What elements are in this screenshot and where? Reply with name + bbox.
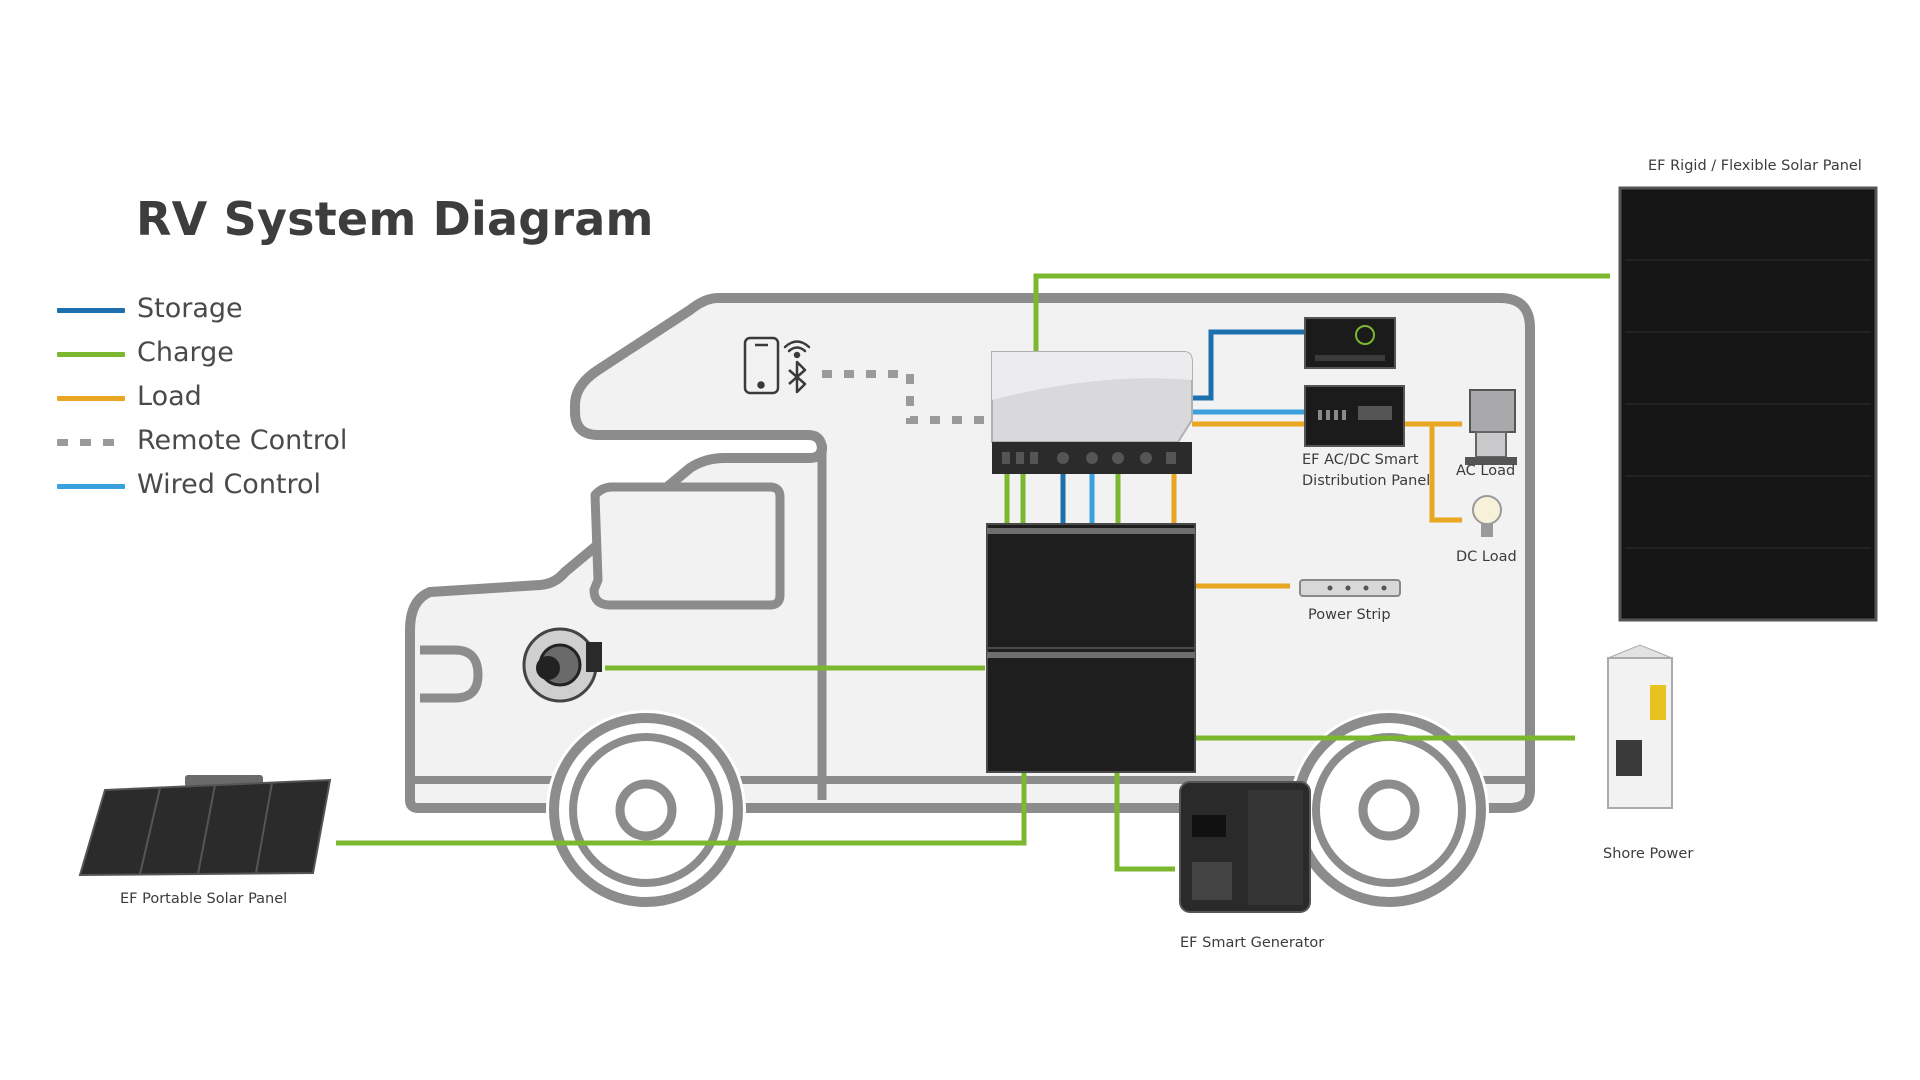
bluetooth-icon <box>788 360 807 394</box>
charge-line-portable-solar <box>336 770 1027 846</box>
legend-item-wired-control: Wired Control <box>57 466 387 510</box>
wired-lines <box>1089 409 1305 524</box>
alternator-icon <box>522 627 602 703</box>
smart-generator <box>1179 781 1311 913</box>
label-smart-generator: EF Smart Generator <box>1180 935 1325 951</box>
diagram-title: RV System Diagram <box>136 192 654 246</box>
charge-line-generator <box>1114 770 1175 872</box>
label-distribution-panel-line2: Distribution Panel <box>1302 473 1431 489</box>
distribution-panel <box>1304 385 1405 447</box>
power-strip-icon <box>1299 579 1401 597</box>
shore-power-pedestal <box>1607 644 1673 809</box>
storage-lines <box>1060 329 1305 524</box>
battery-stack <box>986 523 1196 773</box>
wifi-icon <box>783 340 811 359</box>
charge-line-rigid-solar <box>1033 273 1610 352</box>
rv-headlight <box>420 645 483 703</box>
rv-cab-window <box>589 482 785 610</box>
portable-solar-panel <box>78 775 332 877</box>
phone-icon <box>743 336 780 395</box>
legend-label-wired-control: Wired Control <box>137 469 322 500</box>
storage-line-panel <box>1192 329 1305 401</box>
legend-label-load: Load <box>137 381 202 412</box>
light-bulb-icon <box>1472 495 1502 537</box>
front-wheel <box>546 710 746 910</box>
legend-swatch-storage <box>57 308 125 313</box>
power-hub <box>991 351 1193 474</box>
label-portable-solar-panel: EF Portable Solar Panel <box>120 891 288 907</box>
smart-display <box>1304 317 1396 369</box>
legend-item-load: Load <box>57 378 387 422</box>
label-power-strip: Power Strip <box>1308 607 1391 623</box>
label-ac-load: AC Load <box>1456 463 1516 479</box>
legend-swatch-wired-control <box>57 484 125 489</box>
rigid-solar-panel <box>1618 186 1878 622</box>
label-rigid-solar-panel: EF Rigid / Flexible Solar Panel <box>1648 158 1862 174</box>
charge-lines <box>336 273 1610 872</box>
label-dc-load: DC Load <box>1456 549 1517 565</box>
label-distribution-panel-line1: EF AC/DC Smart <box>1302 452 1419 468</box>
legend-label-storage: Storage <box>137 293 243 324</box>
legend: Storage Charge Load Remote Control Wired… <box>57 290 387 510</box>
label-shore-power: Shore Power <box>1603 846 1694 862</box>
legend-swatch-charge <box>57 352 125 357</box>
load-lines <box>1171 421 1462 589</box>
legend-item-charge: Charge <box>57 334 387 378</box>
remote-line <box>822 370 990 424</box>
coffee-machine-icon <box>1465 389 1517 465</box>
legend-label-charge: Charge <box>137 337 234 368</box>
legend-swatch-load <box>57 396 125 401</box>
legend-item-storage: Storage <box>57 290 387 334</box>
legend-label-remote-control: Remote Control <box>137 425 348 456</box>
load-line-loads <box>1404 421 1462 523</box>
legend-item-remote-control: Remote Control <box>57 422 387 466</box>
rear-wheel <box>1289 710 1489 910</box>
legend-swatch-remote-control <box>57 439 125 446</box>
